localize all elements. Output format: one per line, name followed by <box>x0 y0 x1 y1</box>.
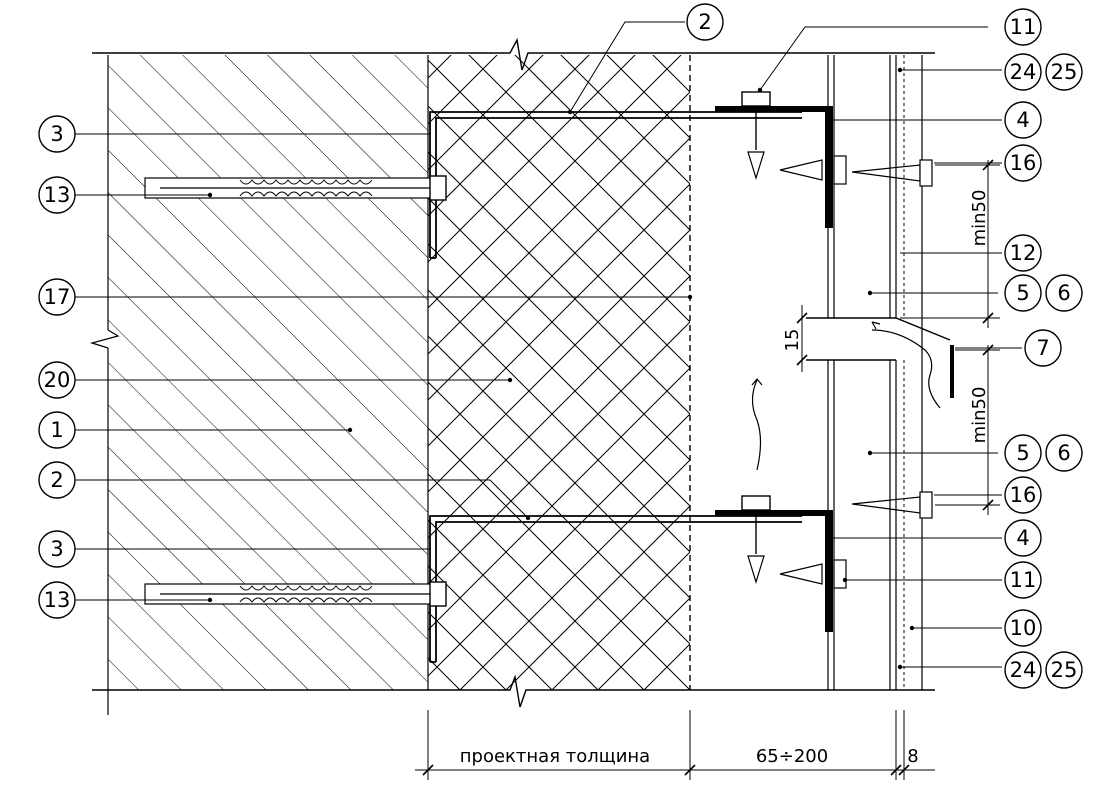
callout-16-top: 16 <box>1004 144 1042 182</box>
callout-7: 7 <box>1024 329 1062 367</box>
svg-text:11: 11 <box>1010 568 1037 592</box>
svg-text:1: 1 <box>50 418 63 442</box>
svg-text:13: 13 <box>44 183 71 207</box>
svg-text:6: 6 <box>1057 441 1070 465</box>
dim-insulation-thickness: проектная толщина <box>460 746 650 767</box>
svg-text:12: 12 <box>1010 241 1037 265</box>
svg-text:2: 2 <box>50 468 63 492</box>
svg-text:24: 24 <box>1010 60 1037 84</box>
callout-24-bottom: 24 <box>1004 651 1042 689</box>
callout-3-top: 3 <box>38 115 76 153</box>
callout-5-top: 5 <box>1004 274 1042 312</box>
lower-bracket <box>144 491 933 663</box>
svg-text:5: 5 <box>1016 441 1029 465</box>
callout-13-top: 13 <box>38 176 76 214</box>
wall-masonry <box>89 55 429 715</box>
svg-text:20: 20 <box>44 368 71 392</box>
callout-11-top: 11 <box>1004 8 1042 46</box>
callout-3-bottom: 3 <box>38 530 76 568</box>
dim-gap: 15 <box>782 329 803 352</box>
callout-10: 10 <box>1004 609 1042 647</box>
svg-text:11: 11 <box>1010 15 1037 39</box>
anchor-bottom <box>144 581 447 607</box>
svg-text:3: 3 <box>50 122 63 146</box>
svg-text:6: 6 <box>1057 281 1070 305</box>
upper-bracket <box>144 91 933 259</box>
break-lines <box>92 37 935 708</box>
callout-1: 1 <box>38 411 76 449</box>
callout-13-bottom: 13 <box>38 581 76 619</box>
callout-11-bottom: 11 <box>1004 561 1042 599</box>
callout-25-top: 25 <box>1045 53 1083 91</box>
callout-24-top: 24 <box>1004 53 1042 91</box>
callout-6-bottom: 6 <box>1045 434 1083 472</box>
svg-text:5: 5 <box>1016 281 1029 305</box>
dim-min50-lower: min50 <box>969 387 990 444</box>
cladding-system <box>751 55 954 690</box>
svg-text:4: 4 <box>1016 526 1029 550</box>
callout-6-top: 6 <box>1045 274 1083 312</box>
svg-text:17: 17 <box>44 285 71 309</box>
leader-lines <box>75 21 1022 670</box>
svg-text:4: 4 <box>1016 108 1029 132</box>
anchor-top <box>144 175 447 201</box>
dim-cladding: 8 <box>907 746 918 767</box>
callout-2-top: 2 <box>686 3 724 41</box>
dimension-lines <box>415 159 1000 780</box>
dim-air-gap: 65÷200 <box>756 746 828 767</box>
svg-text:10: 10 <box>1010 616 1037 640</box>
screw-16-bottom <box>851 491 933 519</box>
svg-text:3: 3 <box>50 537 63 561</box>
svg-text:24: 24 <box>1010 658 1037 682</box>
callout-20: 20 <box>38 361 76 399</box>
dim-min50-upper: min50 <box>969 190 990 247</box>
callout-17: 17 <box>38 278 76 316</box>
svg-text:25: 25 <box>1051 60 1078 84</box>
callout-25-bottom: 25 <box>1045 651 1083 689</box>
svg-text:25: 25 <box>1051 658 1078 682</box>
callout-16-bottom: 16 <box>1004 476 1042 514</box>
svg-text:13: 13 <box>44 588 71 612</box>
svg-text:16: 16 <box>1010 483 1037 507</box>
svg-text:7: 7 <box>1036 336 1049 360</box>
svg-text:16: 16 <box>1010 151 1037 175</box>
svg-text:2: 2 <box>698 10 711 34</box>
screw-16-top <box>851 159 933 187</box>
callout-4-top: 4 <box>1004 101 1042 139</box>
callout-5-bottom: 5 <box>1004 434 1042 472</box>
callout-4-bottom: 4 <box>1004 519 1042 557</box>
insulation-layer <box>428 55 691 690</box>
callout-12: 12 <box>1004 234 1042 272</box>
callout-2-bottom: 2 <box>38 461 76 499</box>
